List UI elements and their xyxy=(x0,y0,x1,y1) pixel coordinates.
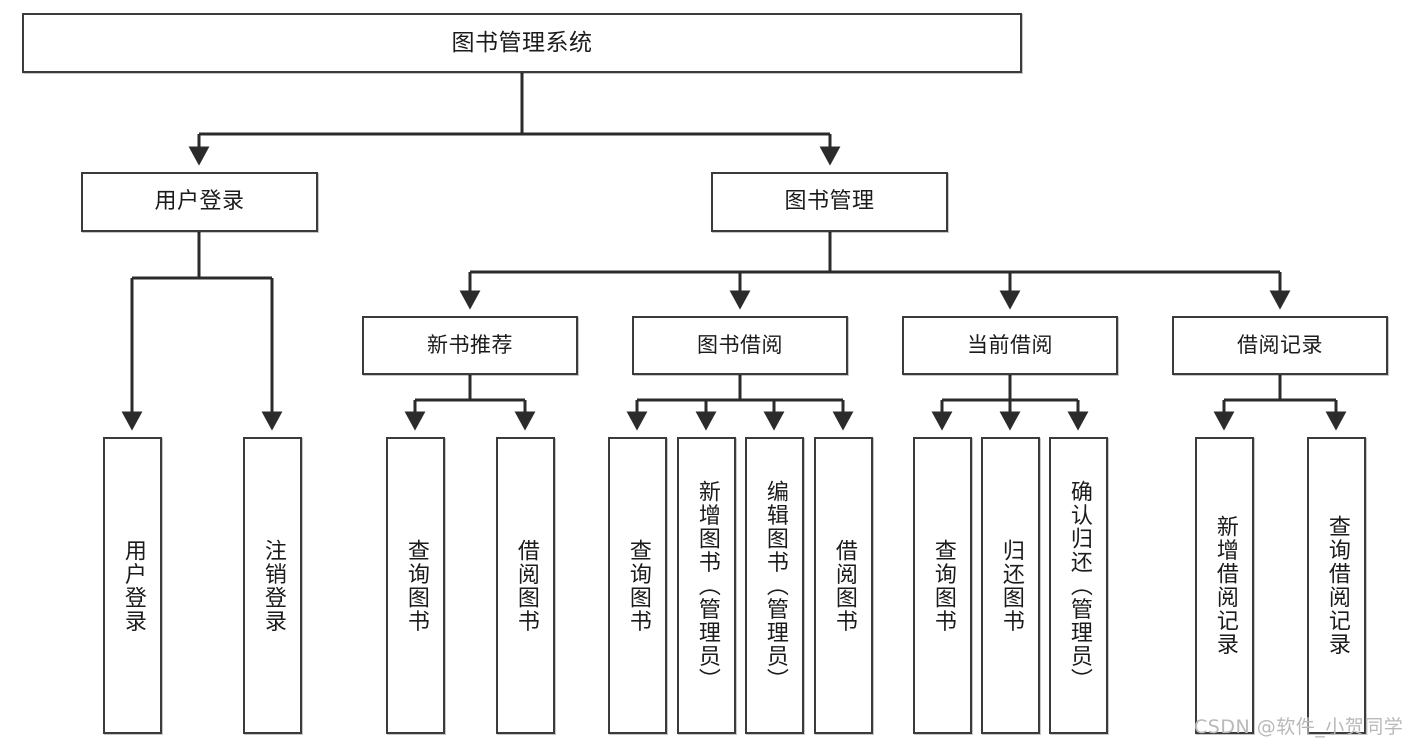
node-leaf-logout-login[interactable]: 注销登录 xyxy=(243,437,302,734)
node-book-borrow[interactable]: 图书借阅 xyxy=(632,316,848,375)
node-user-login[interactable]: 用户登录 xyxy=(81,172,318,232)
node-root-label: 图书管理系统 xyxy=(451,29,593,56)
node-leaf-query-book-1[interactable]: 查询图书 xyxy=(386,437,445,734)
node-leaf-borrow-book-1[interactable]: 借阅图书 xyxy=(496,437,555,734)
node-leaf-query-book-1-label: 查询图书 xyxy=(403,538,429,633)
node-leaf-user-login-label: 用户登录 xyxy=(120,538,146,633)
node-leaf-return-book-label: 归还图书 xyxy=(998,538,1024,633)
node-leaf-confirm-return[interactable]: 确认归还（管理员） xyxy=(1049,437,1108,734)
node-book-borrow-label: 图书借阅 xyxy=(697,333,783,358)
node-current-borrow[interactable]: 当前借阅 xyxy=(902,316,1118,375)
node-leaf-edit-book-label: 编辑图书（管理员） xyxy=(762,479,788,692)
node-leaf-return-book[interactable]: 归还图书 xyxy=(981,437,1040,734)
node-leaf-edit-book[interactable]: 编辑图书（管理员） xyxy=(745,437,804,734)
node-leaf-query-book-3[interactable]: 查询图书 xyxy=(913,437,972,734)
node-user-login-label: 用户登录 xyxy=(154,189,245,215)
node-book-management[interactable]: 图书管理 xyxy=(711,172,948,232)
node-leaf-logout-login-label: 注销登录 xyxy=(260,538,286,633)
node-new-book-recommend-label: 新书推荐 xyxy=(427,333,513,358)
node-book-management-label: 图书管理 xyxy=(784,189,875,215)
node-leaf-query-record[interactable]: 查询借阅记录 xyxy=(1307,437,1366,734)
node-borrow-record[interactable]: 借阅记录 xyxy=(1172,316,1388,375)
node-root[interactable]: 图书管理系统 xyxy=(22,13,1022,73)
node-new-book-recommend[interactable]: 新书推荐 xyxy=(362,316,578,375)
node-leaf-user-login[interactable]: 用户登录 xyxy=(103,437,162,734)
node-borrow-record-label: 借阅记录 xyxy=(1237,333,1323,358)
node-leaf-borrow-book-2-label: 借阅图书 xyxy=(831,538,857,633)
node-leaf-query-book-3-label: 查询图书 xyxy=(930,538,956,633)
node-leaf-add-book-label: 新增图书（管理员） xyxy=(694,479,720,692)
node-leaf-query-book-2-label: 查询图书 xyxy=(625,538,651,633)
node-leaf-confirm-return-label: 确认归还（管理员） xyxy=(1066,479,1092,692)
node-current-borrow-label: 当前借阅 xyxy=(967,333,1053,358)
node-leaf-query-record-label: 查询借阅记录 xyxy=(1324,515,1350,656)
node-leaf-add-record[interactable]: 新增借阅记录 xyxy=(1195,437,1254,734)
node-leaf-add-book[interactable]: 新增图书（管理员） xyxy=(677,437,736,734)
csdn-watermark: CSDN @软件_小贺同学 xyxy=(1194,716,1404,738)
node-leaf-add-record-label: 新增借阅记录 xyxy=(1212,515,1238,656)
node-leaf-borrow-book-2[interactable]: 借阅图书 xyxy=(814,437,873,734)
node-leaf-query-book-2[interactable]: 查询图书 xyxy=(608,437,667,734)
node-leaf-borrow-book-1-label: 借阅图书 xyxy=(513,538,539,633)
